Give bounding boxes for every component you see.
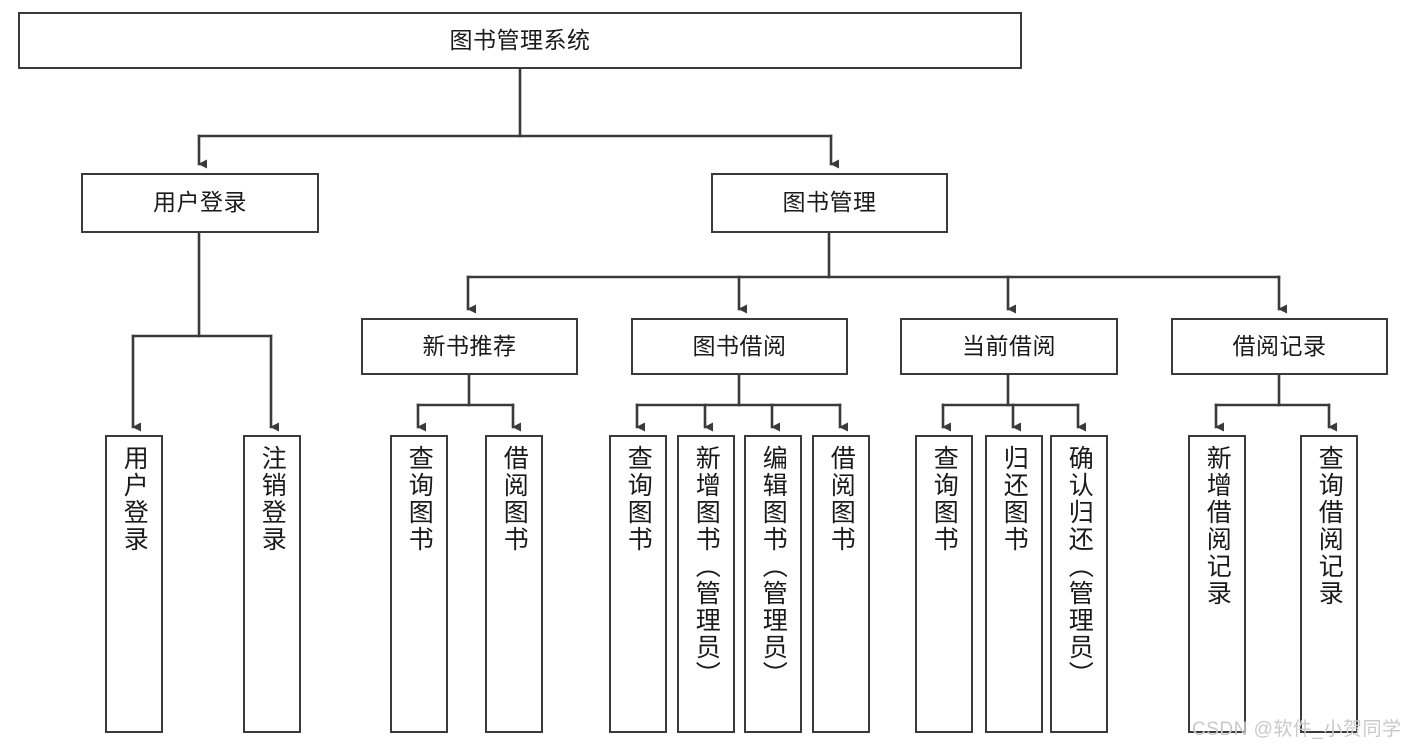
node-leaf-logout-login-label: 注销登录 xyxy=(258,445,287,553)
watermark-text: CSDN @软件_小贺同学 xyxy=(1192,719,1402,740)
node-new-book-recommend-label: 新书推荐 xyxy=(422,332,517,359)
node-book-borrow[interactable]: 图书借阅 xyxy=(631,318,848,375)
node-root[interactable]: 图书管理系统 xyxy=(18,12,1022,69)
node-leaf-query-book-1-label: 查询图书 xyxy=(405,445,434,553)
node-leaf-query-book-3-label: 查询图书 xyxy=(930,445,959,553)
node-leaf-logout-login[interactable]: 注销登录 xyxy=(243,435,301,733)
node-borrow-record-label: 借阅记录 xyxy=(1232,332,1327,359)
node-root-label: 图书管理系统 xyxy=(449,26,591,53)
node-leaf-borrow-book-1[interactable]: 借阅图书 xyxy=(485,435,543,733)
node-leaf-borrow-book-2-label: 借阅图书 xyxy=(827,445,856,553)
node-leaf-query-book-2[interactable]: 查询图书 xyxy=(609,435,667,733)
node-leaf-edit-book[interactable]: 编辑图书（管理员） xyxy=(744,435,802,733)
node-book-manage[interactable]: 图书管理 xyxy=(711,173,948,233)
node-leaf-query-book-3[interactable]: 查询图书 xyxy=(915,435,973,733)
node-leaf-edit-book-label: 编辑图书（管理员） xyxy=(759,445,788,688)
node-leaf-user-login[interactable]: 用户登录 xyxy=(105,435,163,733)
node-leaf-add-book[interactable]: 新增图书（管理员） xyxy=(677,435,735,733)
node-current-borrow-label: 当前借阅 xyxy=(962,332,1056,359)
node-leaf-add-book-label: 新增图书（管理员） xyxy=(692,445,721,688)
node-leaf-query-book-2-label: 查询图书 xyxy=(624,445,653,553)
node-leaf-add-record[interactable]: 新增借阅记录 xyxy=(1188,435,1246,733)
node-new-book-recommend[interactable]: 新书推荐 xyxy=(361,318,578,375)
node-leaf-borrow-book-2[interactable]: 借阅图书 xyxy=(812,435,870,733)
node-current-borrow[interactable]: 当前借阅 xyxy=(900,318,1118,375)
node-leaf-add-record-label: 新增借阅记录 xyxy=(1203,445,1232,607)
node-book-borrow-label: 图书借阅 xyxy=(692,332,787,359)
node-leaf-confirm-return-label: 确认归还（管理员） xyxy=(1065,445,1094,688)
node-leaf-user-login-label: 用户登录 xyxy=(120,445,149,553)
node-leaf-query-book-1[interactable]: 查询图书 xyxy=(390,435,448,733)
node-leaf-query-record[interactable]: 查询借阅记录 xyxy=(1300,435,1358,733)
node-user-login[interactable]: 用户登录 xyxy=(81,173,319,233)
node-leaf-return-book[interactable]: 归还图书 xyxy=(985,435,1043,733)
node-borrow-record[interactable]: 借阅记录 xyxy=(1171,318,1388,375)
node-leaf-borrow-book-1-label: 借阅图书 xyxy=(500,445,529,553)
node-leaf-confirm-return[interactable]: 确认归还（管理员） xyxy=(1050,435,1108,733)
node-leaf-query-record-label: 查询借阅记录 xyxy=(1315,445,1344,607)
node-user-login-label: 用户登录 xyxy=(153,189,247,216)
node-book-manage-label: 图书管理 xyxy=(782,189,877,216)
node-leaf-return-book-label: 归还图书 xyxy=(1000,445,1029,553)
